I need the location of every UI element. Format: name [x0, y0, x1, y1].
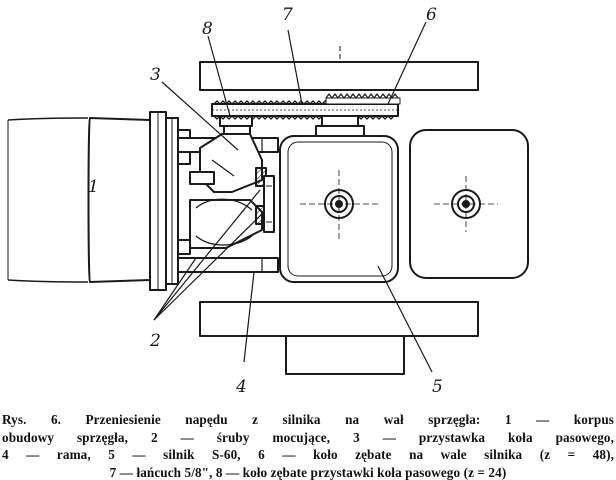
- caption-line-4: 7 — łańcuch 5/8", 8 — koło zębate przyst…: [109, 464, 507, 480]
- chain: [211, 100, 401, 120]
- caption-head: Rys. 6.: [2, 412, 62, 427]
- right-housing: [409, 129, 529, 279]
- motor-sprocket: [315, 46, 401, 137]
- label-1: 1: [88, 177, 99, 197]
- pulley-adapter: [189, 133, 263, 249]
- caption-line-1-text: Przeniesienie napędu z silnika na wał sp…: [85, 412, 614, 427]
- label-2: 2: [149, 331, 161, 351]
- leader-lines: [153, 21, 433, 373]
- top-plate: [199, 61, 479, 91]
- label-3: 3: [150, 65, 161, 85]
- mounting-bolts: [255, 167, 275, 233]
- caption-line-2: obudowy sprzęgła, 2 — śruby mocujące, 3 …: [2, 429, 614, 445]
- caption-line-1: Rys. 6. Przeniesienie napędu z silnika n…: [2, 411, 614, 429]
- figure-caption: Rys. 6. Przeniesienie napędu z silnika n…: [2, 411, 614, 480]
- caption-line-3: 4 — rama, 5 — silnik S-60, 6 — koło zęba…: [2, 447, 614, 462]
- clutch-housing: [7, 111, 191, 291]
- label-4: 4: [235, 377, 247, 397]
- label-8: 8: [202, 19, 213, 39]
- label-7: 7: [282, 5, 293, 25]
- label-6: 6: [426, 5, 437, 25]
- bottom-plate: [199, 301, 479, 375]
- motor-s60: [279, 135, 399, 283]
- technical-drawing: 1 2 3 4 5 6 7 8: [7, 5, 529, 397]
- label-5: 5: [432, 377, 443, 397]
